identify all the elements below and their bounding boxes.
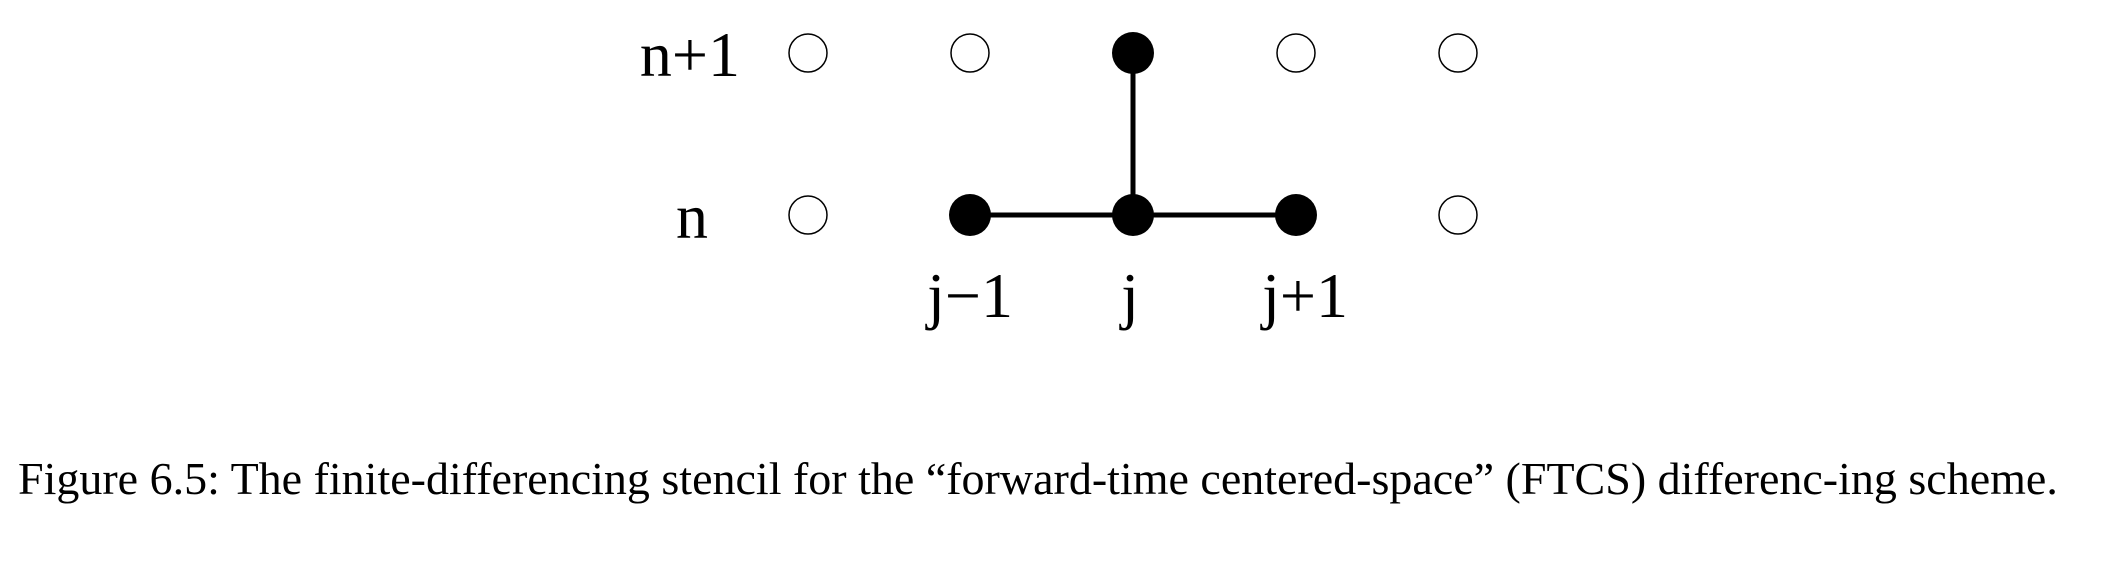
column-label-j-minus-1: j−1 — [925, 260, 1013, 331]
column-label-j-plus-1: j+1 — [1260, 260, 1348, 331]
row-label-n: n — [676, 181, 708, 252]
grid-point-open — [1438, 33, 1478, 73]
grid-point-filled — [1275, 194, 1317, 236]
grid-point-filled — [1112, 194, 1154, 236]
grid-point-open — [1276, 33, 1316, 73]
grid-point-filled — [949, 194, 991, 236]
grid-point-open — [1438, 195, 1478, 235]
grid-point-filled — [1112, 32, 1154, 74]
column-label-j: j — [1119, 260, 1139, 331]
figure-caption-label: Figure 6.5: — [18, 453, 220, 504]
row-label-n-plus-1: n+1 — [640, 19, 740, 90]
figure-caption: Figure 6.5: The finite-differencing sten… — [18, 448, 2113, 510]
grid-point-open — [950, 33, 990, 73]
ftcs-stencil-diagram: n+1 n j−1 j j+1 — [640, 19, 1478, 331]
figure-caption-text: The finite-differencing stencil for the … — [230, 453, 2058, 504]
grid-point-open — [788, 33, 828, 73]
grid-point-open — [788, 195, 828, 235]
